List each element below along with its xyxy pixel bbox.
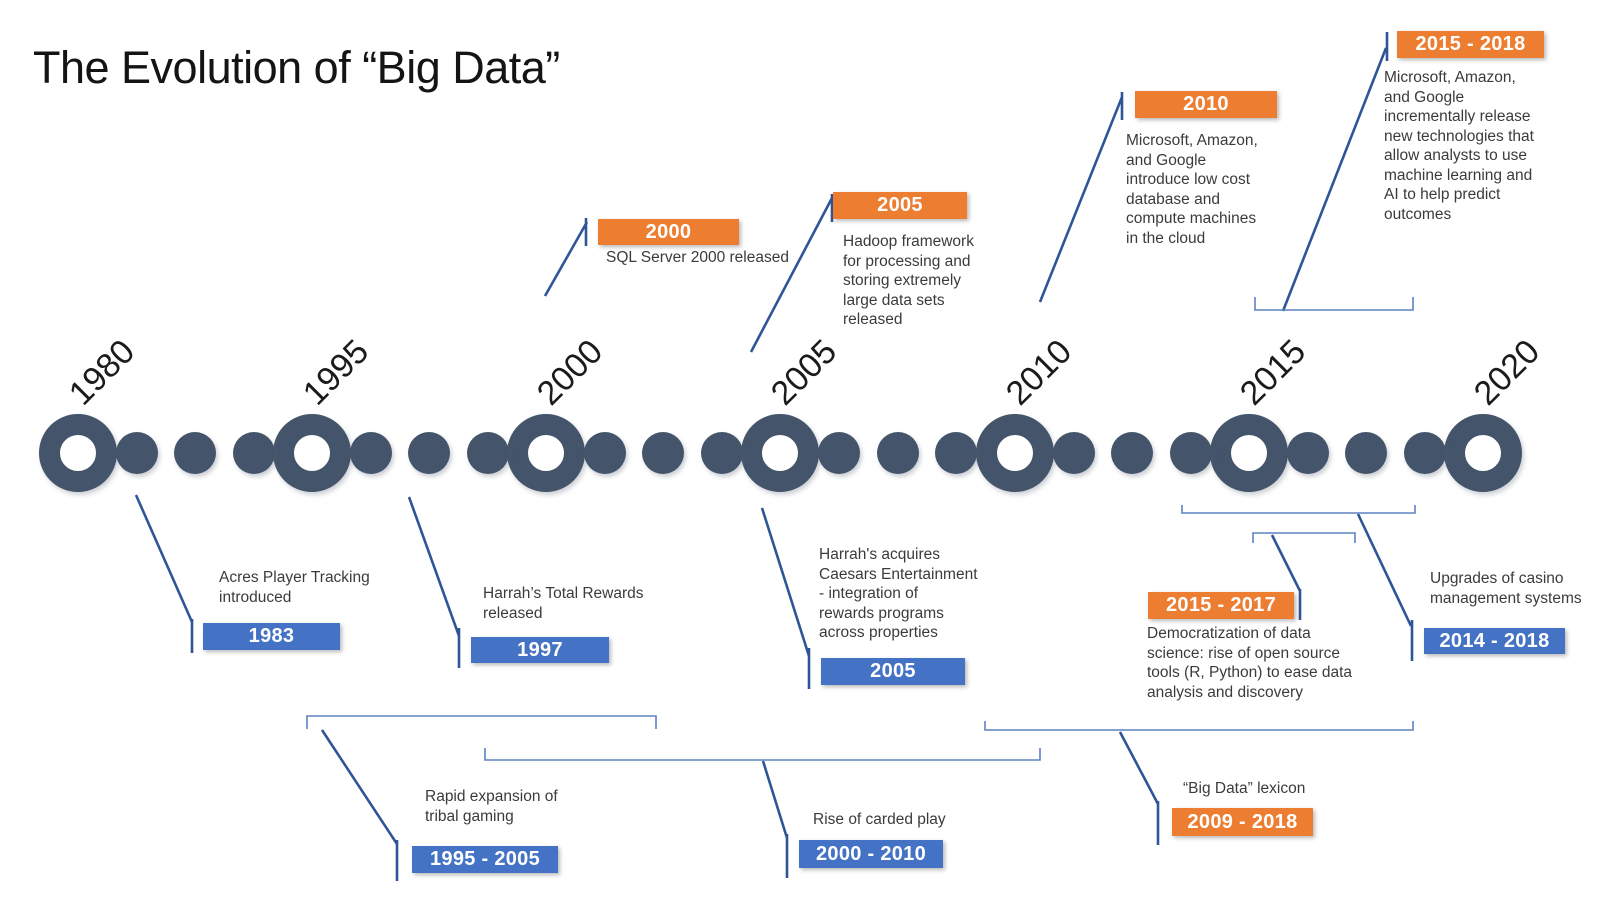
note-tribal-gaming: Rapid expansion of tribal gaming: [425, 788, 558, 825]
timeline-dot: [935, 432, 978, 474]
bracket-2015-2018-top: [1254, 297, 1414, 311]
note-hadoop: Hadoop framework for processing and stor…: [843, 233, 974, 328]
connector-2000-2010: [761, 760, 789, 878]
bracket-2000-2010: [484, 748, 1041, 761]
badge-2005-top: 2005: [833, 192, 967, 219]
timeline-dot: [876, 432, 919, 474]
timeline-dot: [1052, 432, 1095, 474]
timeline-ring-2000: [507, 414, 585, 492]
timeline-dot: [642, 432, 684, 474]
timeline-dot: [232, 432, 275, 474]
year-label-2020: 2020: [1466, 332, 1548, 413]
connector-2009-2018: [1118, 731, 1160, 845]
timeline-dot: [583, 432, 626, 474]
timeline-dot: [700, 432, 743, 474]
badge-2009-2018: 2009 - 2018: [1172, 808, 1313, 836]
timeline-dot: [1111, 432, 1153, 474]
timeline-dot: [174, 432, 216, 474]
year-label-2010: 2010: [998, 332, 1080, 413]
connector-2005-top: [749, 194, 834, 353]
connector-2005-bottom: [760, 507, 811, 689]
timeline-dot: [1286, 432, 1329, 474]
badge-1997: 1997: [471, 637, 609, 663]
connector-1983: [134, 494, 194, 653]
connector-1995-2005: [320, 729, 399, 881]
bracket-2015-2017: [1252, 532, 1356, 543]
year-label-2005: 2005: [763, 332, 845, 413]
connector-2010-top: [1038, 92, 1124, 303]
note-acres: Acres Player Tracking introduced: [219, 569, 370, 606]
page-title: The Evolution of “Big Data”: [33, 42, 560, 93]
year-label-2015: 2015: [1232, 332, 1314, 413]
connector-2015-2018: [1281, 32, 1389, 312]
badge-1983: 1983: [203, 623, 340, 650]
note-sql-server: SQL Server 2000 released: [606, 249, 789, 266]
note-big-data-lexicon: “Big Data” lexicon: [1183, 780, 1306, 797]
note-cloud: Microsoft, Amazon, and Google introduce …: [1126, 132, 1258, 247]
timeline-ring-1995: [273, 414, 351, 492]
year-label-2000: 2000: [529, 332, 611, 413]
timeline-ring-1980: [39, 414, 117, 492]
note-total-rewards: Harrah’s Total Rewards released: [483, 585, 644, 622]
badge-2005-bottom: 2005: [821, 658, 965, 685]
badge-1995-2005: 1995 - 2005: [412, 846, 558, 873]
timeline-dot: [1169, 432, 1212, 474]
badge-2014-2018: 2014 - 2018: [1424, 628, 1565, 654]
timeline-ring-2020: [1444, 414, 1522, 492]
note-casino-upgrades: Upgrades of casino management systems: [1430, 570, 1582, 607]
timeline-dot: [115, 432, 158, 474]
bracket-2009-2018: [984, 721, 1414, 731]
timeline-ring-2015: [1210, 414, 1288, 492]
badge-2015-2017: 2015 - 2017: [1148, 592, 1294, 619]
timeline-dot: [1345, 432, 1387, 474]
badge-2000: 2000: [598, 219, 739, 245]
connector-2014-2018: [1356, 513, 1414, 661]
note-data-science: Democratization of data science: rise of…: [1147, 625, 1353, 701]
timeline-ring-2005: [741, 414, 819, 492]
badge-2015-2018: 2015 - 2018: [1397, 31, 1544, 58]
timeline-dot: [817, 432, 860, 474]
year-label-1995: 1995: [295, 332, 377, 413]
timeline-dot: [466, 432, 509, 474]
note-carded-play: Rise of carded play: [813, 811, 946, 828]
badge-2000-2010: 2000 - 2010: [799, 840, 943, 868]
timeline-dot: [1403, 432, 1446, 474]
note-machine-learning: Microsoft, Amazon, and Google incrementa…: [1384, 69, 1534, 223]
note-caesars: Harrah's acquires Caesars Entertainment …: [819, 546, 978, 641]
timeline-dot: [408, 432, 450, 474]
timeline-dot: [349, 432, 392, 474]
connector-2000-top: [543, 218, 589, 297]
timeline-ring-2010: [976, 414, 1054, 492]
bracket-1995-2005: [306, 715, 657, 729]
bracket-2014-2018: [1181, 505, 1416, 514]
connector-1997: [407, 496, 461, 668]
badge-2010: 2010: [1135, 91, 1277, 118]
year-label-1980: 1980: [61, 332, 143, 413]
